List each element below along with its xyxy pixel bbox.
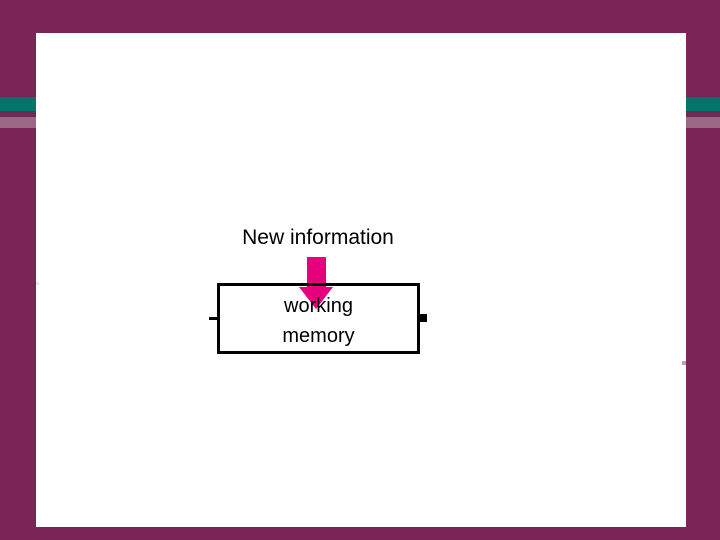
memory-flow-diagram: New information working memory	[36, 33, 686, 527]
stripe-mauve-right	[686, 117, 720, 128]
new-information-label: New information	[242, 226, 394, 249]
content-panel: New information working memory	[36, 33, 686, 527]
down-arrow-icon-head	[299, 287, 333, 309]
stripe-plum-right	[686, 111, 720, 117]
box-connector-right-arrowhead	[418, 314, 427, 322]
stripe-teal-left	[0, 97, 36, 111]
stripe-plum-left	[0, 111, 36, 117]
working-memory-label-line1: working	[284, 295, 353, 317]
box-connector-left-tick	[209, 317, 218, 320]
stripe-teal-right	[686, 97, 720, 111]
stripe-mauve-left	[0, 117, 36, 128]
working-memory-label-line2: memory	[282, 325, 355, 347]
down-arrow-icon-shaft	[307, 257, 326, 289]
edge-artifact-left	[36, 282, 39, 285]
working-memory-label: working memory	[217, 291, 420, 351]
edge-artifact-right	[682, 361, 686, 365]
